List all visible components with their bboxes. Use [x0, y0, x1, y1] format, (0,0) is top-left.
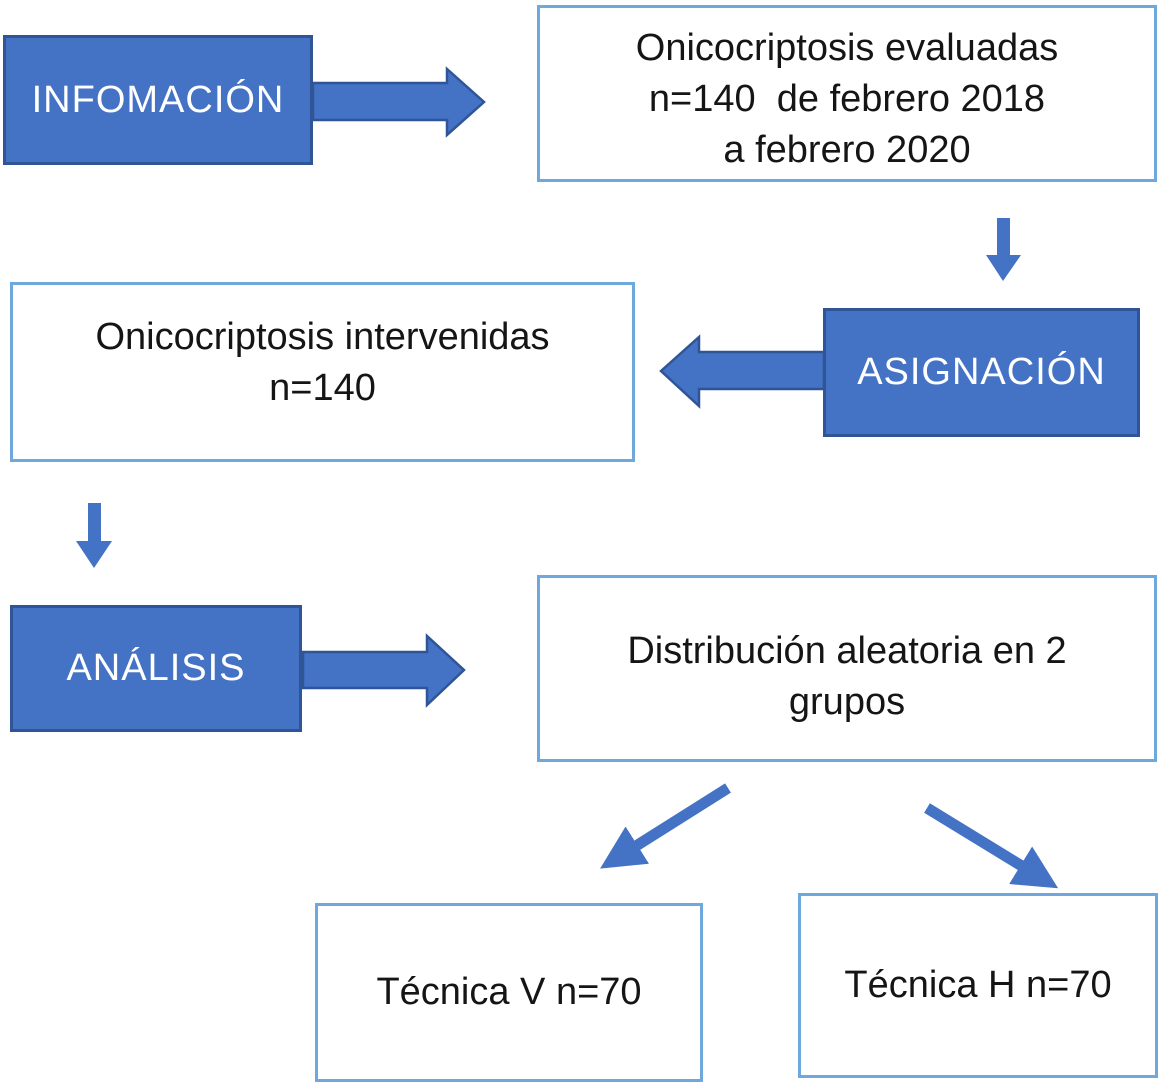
stage-analisis: ANÁLISIS — [10, 605, 302, 732]
arrow-analisis-to-distribucion — [301, 633, 466, 708]
node-evaluadas: Onicocriptosis evaluadas n=140 de febrer… — [537, 5, 1157, 182]
arrow-asignacion-to-intervenidas — [659, 334, 826, 409]
node-intervenidas-line2: n=140 — [269, 367, 376, 409]
arrow-distribucion-to-tecnica-v — [600, 783, 731, 869]
arrow-infomacion-to-evaluadas — [311, 66, 486, 138]
stage-asignacion-label: ASIGNACIÓN — [857, 351, 1106, 393]
node-distribucion-line1: Distribución aleatoria en 2 — [627, 629, 1067, 672]
node-tecnica-h-label: Técnica H n=70 — [844, 964, 1112, 1007]
node-intervenidas-line1: Onicocriptosis intervenidas — [95, 316, 550, 359]
node-distribucion: Distribución aleatoria en 2 grupos — [537, 575, 1157, 762]
node-evaluadas-line2: n=140 de febrero 2018 — [648, 78, 1046, 121]
arrow-intervenidas-to-analisis — [76, 503, 112, 568]
arrow-distribucion-to-tecnica-h — [924, 803, 1059, 889]
node-intervenidas: Onicocriptosis intervenidas n=140 — [10, 282, 635, 462]
node-tecnica-h: Técnica H n=70 — [798, 893, 1158, 1078]
arrow-evaluadas-to-asignacion — [986, 218, 1021, 281]
stage-infomacion-label: INFOMACIÓN — [31, 78, 285, 121]
node-distribucion-line2: grupos — [788, 680, 906, 723]
stage-infomacion: INFOMACIÓN — [3, 35, 313, 165]
stage-analisis-label: ANÁLISIS — [66, 647, 246, 689]
node-tecnica-v: Técnica V n=70 — [315, 903, 703, 1082]
node-evaluadas-line3: a febrero 2020 — [723, 128, 971, 171]
node-tecnica-v-label: Técnica V n=70 — [376, 971, 642, 1014]
node-evaluadas-line1: Onicocriptosis evaluadas — [635, 27, 1059, 70]
stage-asignacion: ASIGNACIÓN — [823, 308, 1140, 437]
